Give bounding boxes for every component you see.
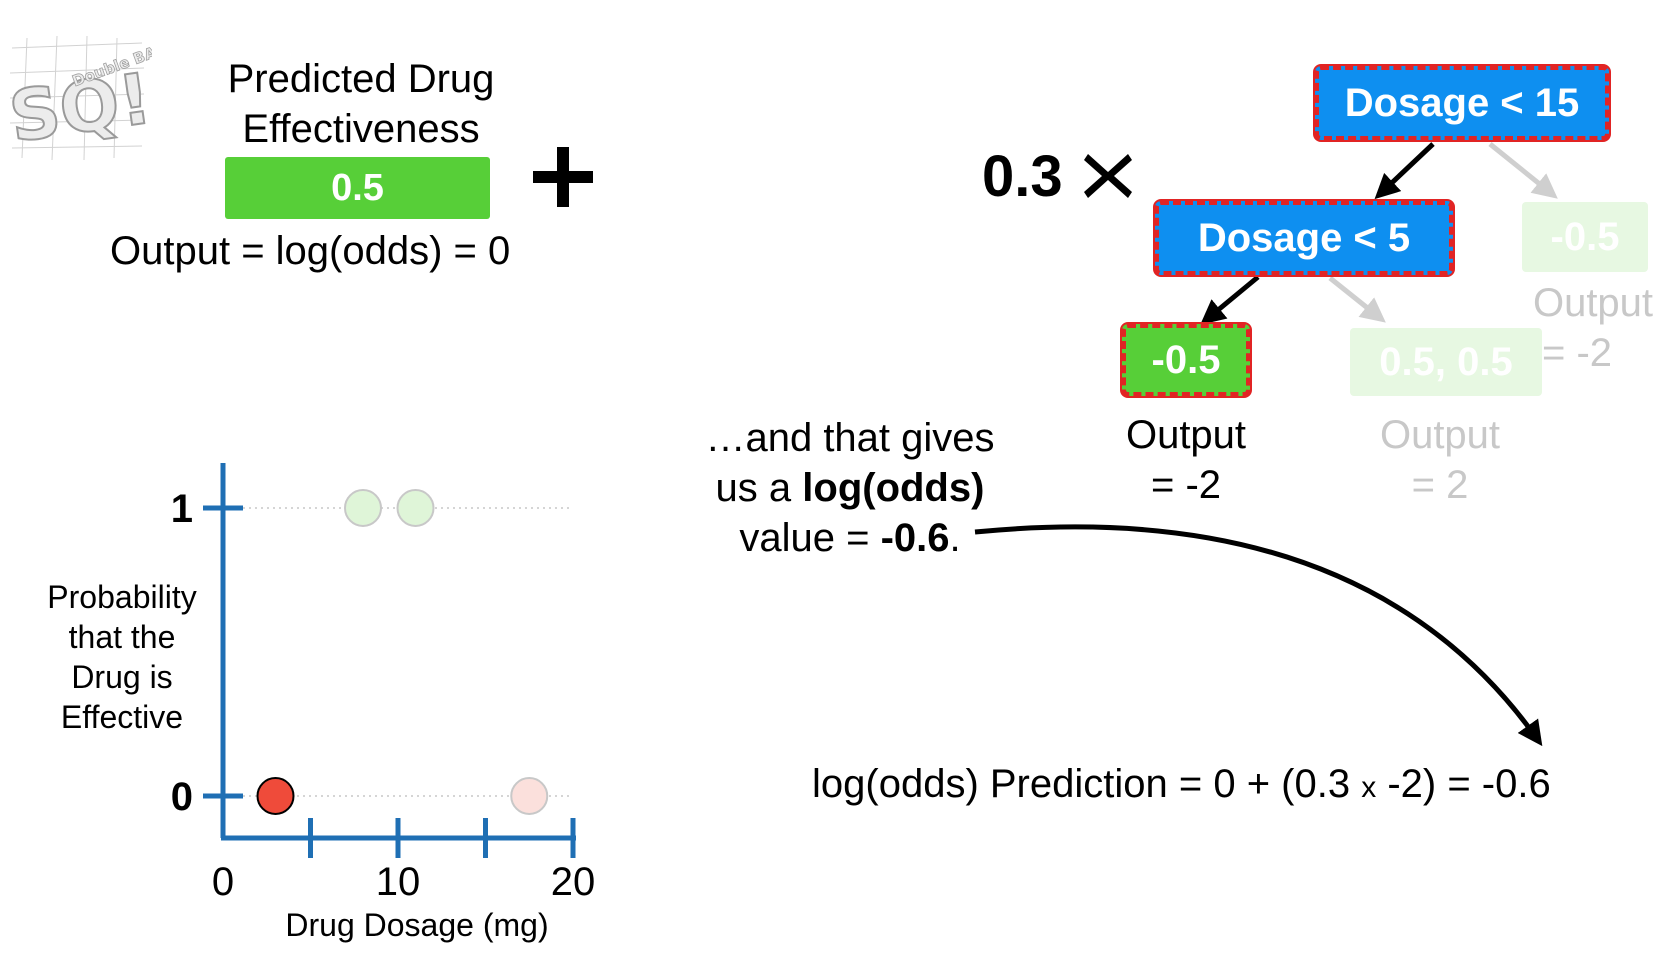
prediction-formula-times: x xyxy=(1361,771,1377,804)
leaf-active-output-line1: Output xyxy=(1125,413,1247,457)
logo-mark: SQ! xyxy=(4,57,152,158)
x-tick-label-10: 10 xyxy=(376,860,421,904)
leaf-active-output-line2: = -2 xyxy=(1150,463,1222,507)
edge-root-to-inner xyxy=(1374,142,1435,200)
leaf-right-output-line2: = -2 xyxy=(1542,331,1613,375)
x-tick-label-0: 0 xyxy=(212,860,234,904)
explanation-line3: value = -0.6. xyxy=(680,513,1020,563)
initial-prediction-value: 0.5 xyxy=(225,157,490,219)
chart-y-axis-label: Probability that the Drug is Effective xyxy=(47,579,197,735)
chart-x-axis-label: Drug Dosage (mg) xyxy=(285,907,549,943)
data-point-2 xyxy=(344,489,382,527)
edge-inner-to-middle-leaf xyxy=(1328,276,1386,323)
curved-arrow xyxy=(974,524,1543,747)
tree-root-node: Dosage < 15 xyxy=(1315,66,1609,140)
multiply-icon xyxy=(1084,154,1132,198)
initial-prediction-title: Predicted Drug Effectiveness xyxy=(196,54,526,154)
tree-leaf-middle: 0.5, 0.5 xyxy=(1350,328,1542,396)
statquest-logo: SQ! Double BAM!!! xyxy=(3,31,152,161)
initial-title-line1: Predicted Drug xyxy=(227,57,495,101)
x-tick-label-20: 20 xyxy=(551,860,596,904)
prediction-formula: log(odds) Prediction = 0 + (0.3 x -2) = … xyxy=(812,759,1551,813)
explanation-line1: …and that gives xyxy=(705,416,995,460)
prediction-formula-suffix: -2) = -0.6 xyxy=(1376,762,1551,806)
explanation-line2: us a log(odds) xyxy=(680,463,1020,513)
explanation-line3-prefix: value = xyxy=(739,516,881,560)
leaf-active-output: Output = -2 xyxy=(1104,410,1268,510)
explanation-line2-bold: log(odds) xyxy=(802,466,985,510)
edge-root-to-right-leaf xyxy=(1488,142,1558,199)
explanation-line2-prefix: us a xyxy=(715,466,803,510)
tree-leaf-right: -0.5 xyxy=(1522,202,1648,272)
tree-leaf-active: -0.5 xyxy=(1122,324,1250,396)
edge-inner-to-active-leaf xyxy=(1200,275,1260,325)
explanation-line3-suffix: . xyxy=(949,516,961,560)
plus-icon xyxy=(533,147,593,207)
learning-rate: 0.3 xyxy=(982,144,1063,209)
data-point-3 xyxy=(396,489,435,527)
y-tick-label-0: 0 xyxy=(171,775,193,819)
y-tick-label-1: 1 xyxy=(171,487,193,531)
leaf-middle-output-line2: = 2 xyxy=(1411,463,1469,507)
leaf-middle-output: Output = 2 xyxy=(1350,410,1530,510)
explanation-line3-bold: -0.6 xyxy=(880,516,950,560)
leaf-right-output-line1: Output xyxy=(1532,281,1654,325)
tree-inner-node: Dosage < 5 xyxy=(1155,201,1453,275)
initial-output-equation: Output = log(odds) = 0 xyxy=(110,229,511,273)
explanation-text: …and that gives us a log(odds) value = -… xyxy=(680,413,1020,563)
data-point-1 xyxy=(256,777,295,815)
data-point-4 xyxy=(510,777,549,815)
prediction-formula-prefix: log(odds) Prediction = 0 + (0.3 xyxy=(812,762,1362,806)
initial-title-line2: Effectiveness xyxy=(242,107,480,151)
leaf-middle-output-line1: Output xyxy=(1379,413,1501,457)
